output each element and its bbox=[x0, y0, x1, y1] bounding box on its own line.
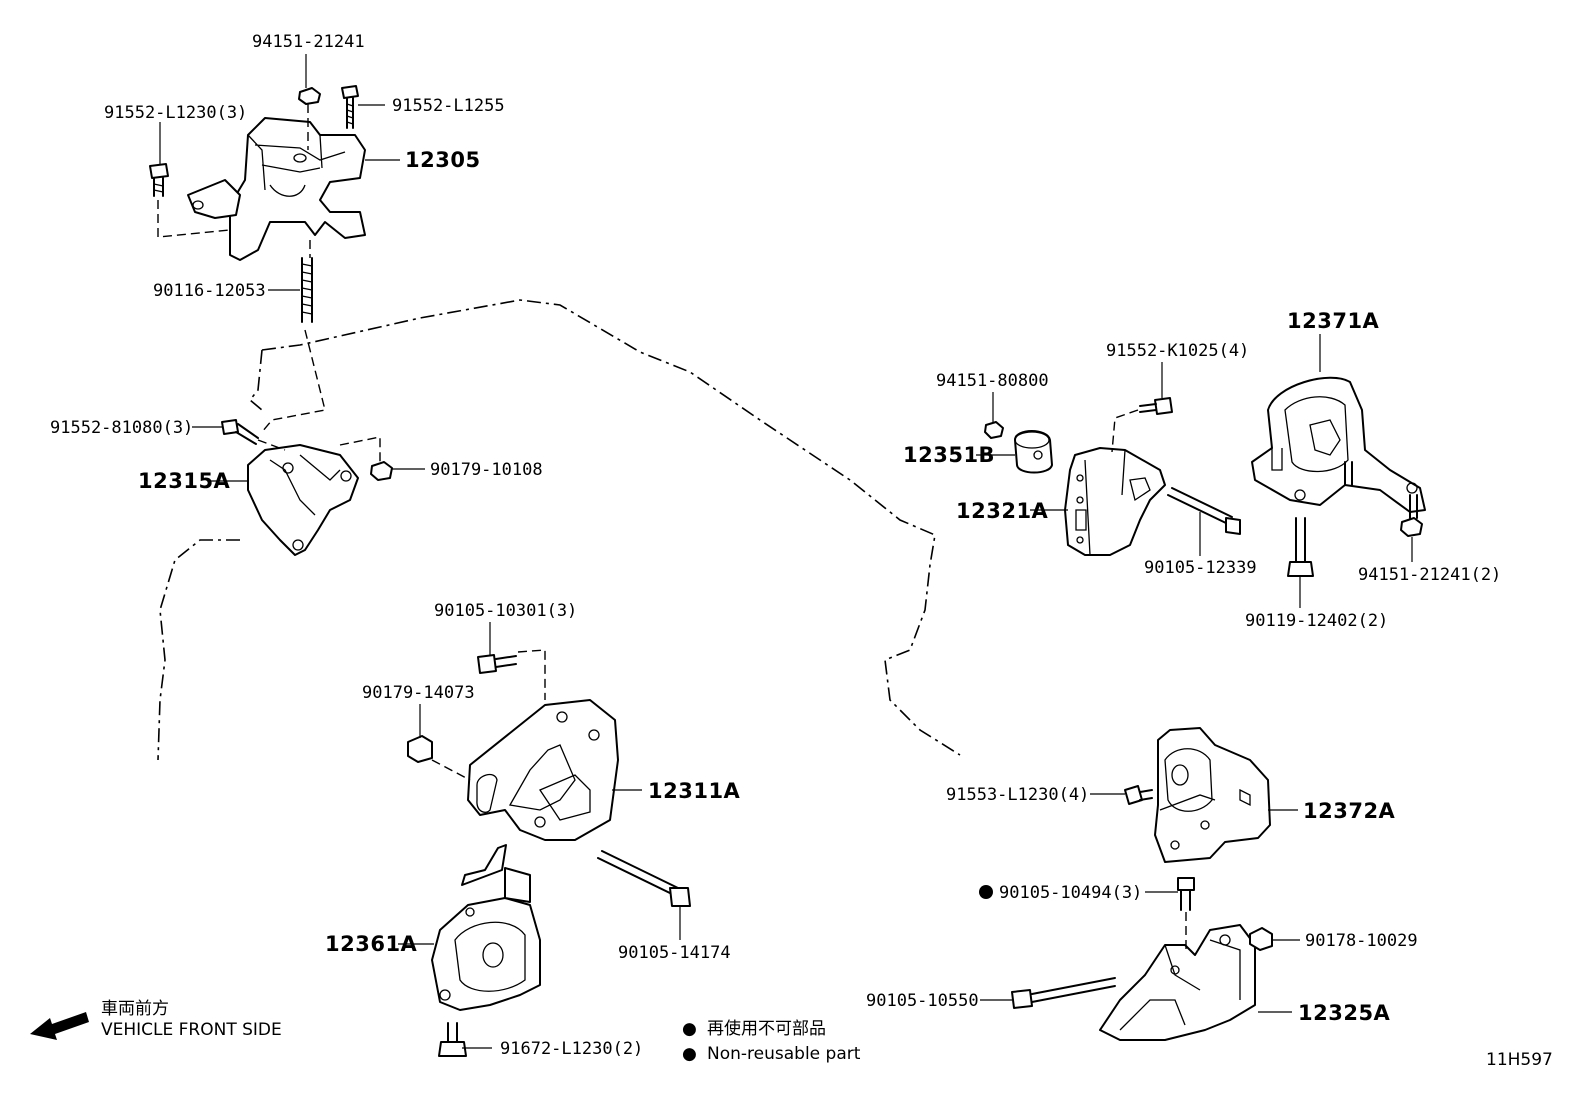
bolt-91552-81080[interactable] bbox=[221, 419, 259, 445]
label-91672-L1230-2[interactable]: 91672-L1230(2) bbox=[500, 1039, 643, 1059]
diagram-code: 11H597 bbox=[1486, 1050, 1553, 1070]
label-91552-L1255[interactable]: 91552-L1255 bbox=[392, 96, 505, 116]
part-12321A-bracket[interactable] bbox=[1064, 447, 1166, 556]
label-12321A[interactable]: 12321A bbox=[956, 499, 1049, 523]
label-90119-12402-2[interactable]: 90119-12402(2) bbox=[1245, 611, 1388, 631]
legend-text-en: Non-reusable part bbox=[707, 1044, 861, 1064]
nut-90178-10029[interactable] bbox=[1249, 927, 1273, 951]
front-label-jp: 車両前方 bbox=[101, 999, 169, 1019]
label-91552-K1025-4[interactable]: 91552-K1025(4) bbox=[1106, 341, 1249, 361]
label-12351B[interactable]: 12351B bbox=[903, 443, 995, 467]
label-12361A[interactable]: 12361A bbox=[325, 932, 418, 956]
engine-outline bbox=[157, 299, 961, 761]
label-90105-10301-3[interactable]: 90105-10301(3) bbox=[434, 601, 577, 621]
part-12372A-mount[interactable] bbox=[1154, 727, 1271, 863]
legend: ● 再使用不可部品 ● Non-reusable part bbox=[682, 1018, 861, 1064]
bolt-91552-K1025[interactable] bbox=[1139, 397, 1173, 415]
bolt-90105-14174[interactable] bbox=[597, 850, 691, 907]
bolt-91552-L1255[interactable] bbox=[341, 85, 359, 129]
part-12361A-mount[interactable] bbox=[431, 844, 541, 1011]
label-12371A[interactable]: 12371A bbox=[1287, 309, 1380, 333]
bolt-91672-L1230[interactable] bbox=[438, 1022, 467, 1057]
vehicle-front-indicator: 車両前方 VEHICLE FRONT SIDE bbox=[30, 999, 282, 1040]
legend-bullet-2: ● bbox=[682, 1044, 697, 1064]
part-12315A-bracket[interactable] bbox=[247, 444, 359, 556]
label-12315A[interactable]: 12315A bbox=[138, 469, 231, 493]
front-label-en: VEHICLE FRONT SIDE bbox=[101, 1020, 282, 1040]
bolt-90105-10301[interactable] bbox=[477, 654, 517, 674]
legend-bullet-1: ● bbox=[682, 1019, 697, 1039]
label-90105-10550[interactable]: 90105-10550 bbox=[866, 991, 979, 1011]
label-90116-12053[interactable]: 90116-12053 bbox=[153, 281, 266, 301]
non-reusable-marker bbox=[979, 885, 993, 899]
label-94151-21241[interactable]: 94151-21241 bbox=[252, 32, 365, 52]
label-90179-14073[interactable]: 90179-14073 bbox=[362, 683, 475, 703]
stud-12371A[interactable] bbox=[1344, 461, 1418, 519]
label-90178-10029[interactable]: 90178-10029 bbox=[1305, 931, 1418, 951]
bolt-91553-L1230[interactable] bbox=[1124, 785, 1153, 805]
label-91552-81080-3[interactable]: 91552-81080(3) bbox=[50, 418, 193, 438]
leader-lines bbox=[159, 54, 1413, 1049]
label-12325A[interactable]: 12325A bbox=[1298, 1001, 1391, 1025]
part-12311A-bracket[interactable] bbox=[467, 699, 619, 841]
part-12351B-cushion[interactable] bbox=[1014, 430, 1053, 474]
stud-90116-12053[interactable] bbox=[301, 257, 313, 323]
label-12311A[interactable]: 12311A bbox=[648, 779, 741, 803]
bolt-91552-L1230[interactable] bbox=[149, 163, 169, 197]
legend-text-jp: 再使用不可部品 bbox=[707, 1018, 826, 1039]
nut-90179-10108[interactable] bbox=[370, 461, 393, 481]
part-12371A-mount[interactable] bbox=[1251, 376, 1426, 513]
label-90105-12339[interactable]: 90105-12339 bbox=[1144, 558, 1257, 578]
bolt-90119-12402[interactable] bbox=[1287, 517, 1314, 577]
bolt-90105-12339[interactable] bbox=[1167, 487, 1241, 535]
label-91553-L1230-4[interactable]: 91553-L1230(4) bbox=[946, 785, 1089, 805]
label-94151-21241-2[interactable]: 94151-21241(2) bbox=[1358, 565, 1501, 585]
part-12325A-bracket[interactable] bbox=[1099, 924, 1256, 1041]
bolt-90105-10494[interactable] bbox=[1177, 877, 1195, 911]
label-90179-10108[interactable]: 90179-10108 bbox=[430, 460, 543, 480]
nut-90179-14073[interactable] bbox=[407, 735, 433, 763]
label-91552-L1230-3[interactable]: 91552-L1230(3) bbox=[104, 103, 247, 123]
label-94151-80800[interactable]: 94151-80800 bbox=[936, 371, 1049, 391]
label-12305[interactable]: 12305 bbox=[405, 148, 481, 172]
label-90105-14174[interactable]: 90105-14174 bbox=[618, 943, 731, 963]
part-12305-mount[interactable] bbox=[187, 117, 366, 261]
nut-94151-80800[interactable] bbox=[984, 421, 1004, 439]
label-12372A[interactable]: 12372A bbox=[1303, 799, 1396, 823]
label-90105-10494-3[interactable]: 90105-10494(3) bbox=[999, 883, 1142, 903]
nut-94151-21241-2[interactable] bbox=[1400, 517, 1423, 537]
part-labels: 94151-21241 91552-L1255 91552-L1230(3) 1… bbox=[50, 32, 1501, 1059]
bolt-90105-10550[interactable] bbox=[1011, 977, 1116, 1009]
front-arrow-icon bbox=[30, 1012, 89, 1040]
nut-94151-21241[interactable] bbox=[298, 87, 321, 105]
